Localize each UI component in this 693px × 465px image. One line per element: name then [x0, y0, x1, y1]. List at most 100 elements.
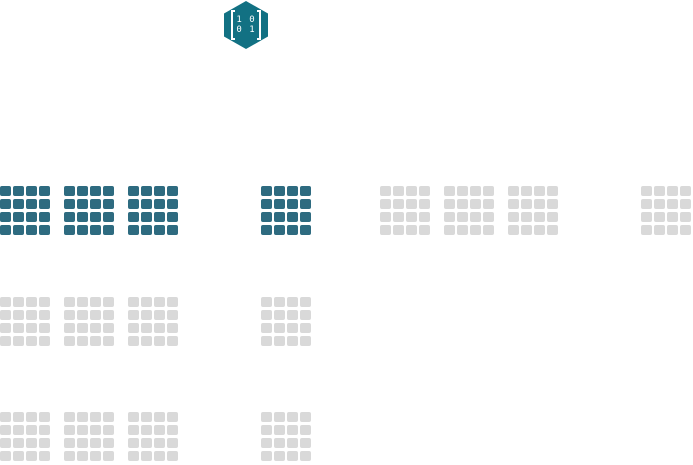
grid-cell [300, 336, 311, 346]
grid-cell [274, 186, 285, 196]
grid-cell [13, 297, 24, 307]
grid-cell [128, 412, 139, 422]
grid-cell [167, 438, 178, 448]
grid-cell [64, 297, 75, 307]
grid-cell [274, 412, 285, 422]
grid-cell [287, 336, 298, 346]
grid-cell [521, 212, 532, 222]
grid-cell [167, 336, 178, 346]
grid-cell [300, 212, 311, 222]
grid-cell [380, 186, 391, 196]
grid-cell [680, 212, 691, 222]
grid-cell [13, 323, 24, 333]
grid-cell [154, 438, 165, 448]
grid-cell [26, 425, 37, 435]
grid-cell [141, 451, 152, 461]
grid-cell [128, 310, 139, 320]
grid-cell [26, 199, 37, 209]
grid-cell [90, 186, 101, 196]
grid-cell [534, 186, 545, 196]
grid-block-r3-c2 [64, 412, 116, 464]
grid-cell [128, 297, 139, 307]
grid-block-r3-c1 [0, 412, 52, 464]
grid-block-r1-c8 [641, 186, 693, 238]
grid-cell [547, 225, 558, 235]
grid-block-r1-c1 [0, 186, 52, 238]
grid-cell [103, 412, 114, 422]
grid-block-r2-c2 [64, 297, 116, 349]
grid-cell [39, 225, 50, 235]
grid-cell [103, 451, 114, 461]
grid-block-r1-c6 [444, 186, 496, 238]
grid-cell [287, 199, 298, 209]
grid-cell [654, 186, 665, 196]
grid-cell [393, 199, 404, 209]
grid-cell [641, 186, 652, 196]
grid-cell [457, 199, 468, 209]
grid-cell [0, 438, 11, 448]
grid-cell [0, 323, 11, 333]
grid-cell [0, 451, 11, 461]
grid-cell [103, 310, 114, 320]
grid-cell [300, 425, 311, 435]
grid-cell [77, 310, 88, 320]
grid-cell [667, 212, 678, 222]
grid-cell [39, 451, 50, 461]
grid-cell [128, 186, 139, 196]
grid-cell [26, 323, 37, 333]
grid-cell [261, 225, 272, 235]
grid-cell [274, 336, 285, 346]
grid-cell [13, 310, 24, 320]
grid-cell [141, 297, 152, 307]
grid-cell [154, 451, 165, 461]
grid-cell [154, 425, 165, 435]
grid-block-r1-c7 [508, 186, 560, 238]
grid-cell [64, 425, 75, 435]
grid-cell [261, 336, 272, 346]
grid-cell [13, 451, 24, 461]
grid-cell [26, 225, 37, 235]
grid-cell [39, 425, 50, 435]
grid-cell [300, 199, 311, 209]
grid-cell [26, 297, 37, 307]
grid-cell [13, 186, 24, 196]
grid-cell [103, 186, 114, 196]
grid-cell [13, 199, 24, 209]
grid-cell [287, 186, 298, 196]
grid-cell [64, 212, 75, 222]
grid-cell [90, 336, 101, 346]
grid-cell [287, 212, 298, 222]
grid-cell [64, 451, 75, 461]
grid-cell [419, 225, 430, 235]
grid-cell [261, 438, 272, 448]
grid-block-r3-c4 [261, 412, 313, 464]
grid-cell [261, 323, 272, 333]
grid-cell [103, 212, 114, 222]
grid-cell [90, 451, 101, 461]
grid-cell [274, 323, 285, 333]
grid-cell [508, 212, 519, 222]
grid-cell [141, 323, 152, 333]
grid-cell [406, 199, 417, 209]
grid-block-r1-c4 [261, 186, 313, 238]
grid-cell [77, 425, 88, 435]
grid-cell [393, 225, 404, 235]
grid-cell [77, 297, 88, 307]
grid-cell [419, 199, 430, 209]
grid-cell [380, 199, 391, 209]
grid-cell [287, 451, 298, 461]
grid-cell [103, 323, 114, 333]
grid-cell [444, 186, 455, 196]
grid-cell [13, 425, 24, 435]
grid-cell [444, 212, 455, 222]
grid-cell [26, 451, 37, 461]
grid-cell [26, 336, 37, 346]
grid-cell [26, 412, 37, 422]
grid-cell [444, 225, 455, 235]
grid-cell [483, 212, 494, 222]
grid-cell [167, 451, 178, 461]
grid-cell [128, 199, 139, 209]
grid-cell [508, 225, 519, 235]
grid-cell [26, 186, 37, 196]
grid-cell [547, 199, 558, 209]
